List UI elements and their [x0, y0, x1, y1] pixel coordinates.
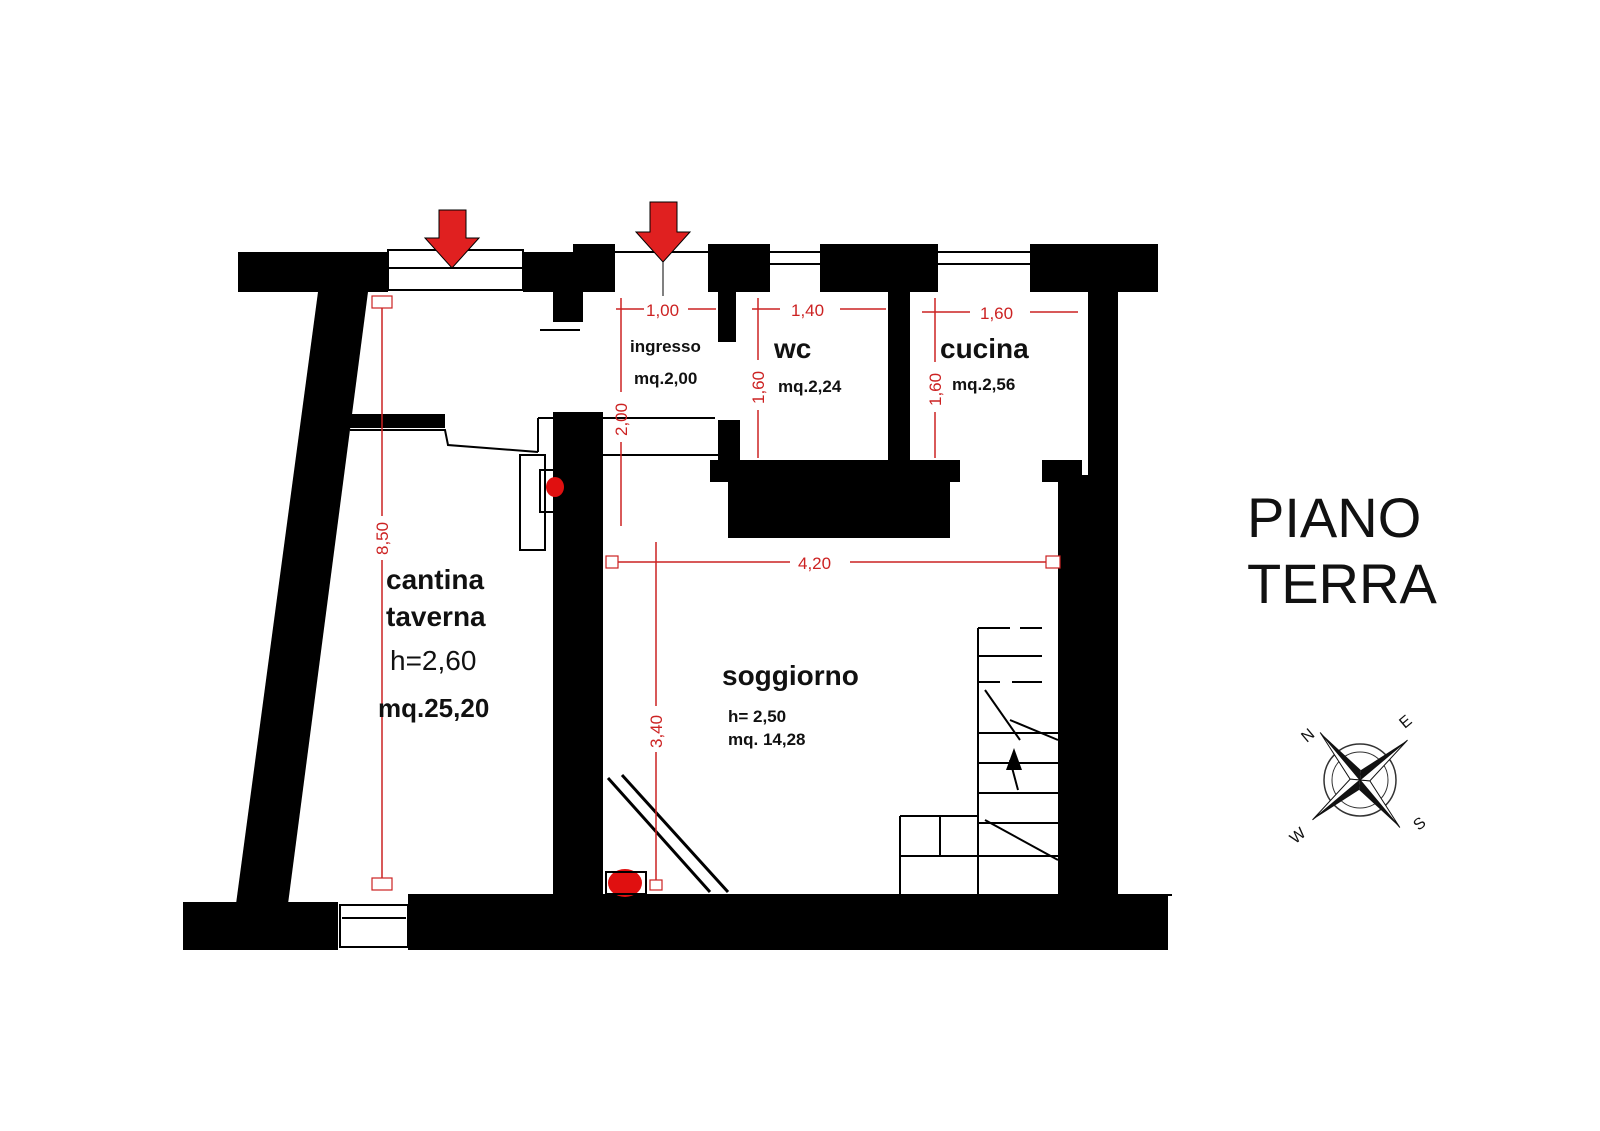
room-cantina-name-line2: taverna — [386, 601, 486, 632]
bottom-wall-right — [408, 894, 1168, 950]
cucina-bottom-wall — [1042, 460, 1082, 482]
heater-box — [539, 469, 569, 513]
room-cucina-area: mq.2,56 — [952, 375, 1015, 394]
staircase — [899, 627, 1059, 894]
compass-rose-icon: N E S W — [1287, 712, 1430, 847]
dim-ingresso-depth: 2,00 — [612, 403, 631, 436]
compass-e: E — [1396, 712, 1415, 732]
dimension-lines — [371, 295, 1078, 891]
room-cantina-height: h=2,60 — [390, 645, 476, 676]
wc-left-wall-lower — [718, 420, 740, 465]
bottom-wall-left — [183, 902, 338, 950]
wall-block-a — [553, 292, 583, 322]
fixtures — [350, 329, 1172, 896]
wc-cucina-wall — [888, 292, 910, 462]
dim-cantina-length: 8,50 — [373, 522, 392, 555]
dim-wc-depth: 1,60 — [749, 371, 768, 404]
cabinet — [519, 454, 546, 551]
room-ingresso-name: ingresso — [630, 337, 701, 356]
room-wc-area: mq.2,24 — [778, 377, 842, 396]
compass-n: N — [1298, 726, 1318, 746]
top-wall-segment-4 — [708, 244, 770, 292]
dim-cucina-width: 1,60 — [980, 304, 1013, 323]
wc-bottom-wall — [710, 460, 960, 482]
room-cucina-name: cucina — [940, 333, 1029, 364]
door-bottom — [339, 904, 409, 948]
room-cantina-area: mq.25,20 — [378, 693, 489, 723]
entry-arrow-ingresso — [634, 201, 692, 263]
dim-soggiorno-depth: 3,40 — [647, 715, 666, 748]
top-wall-segment-5 — [820, 244, 938, 292]
red-marker-boiler — [608, 869, 642, 897]
top-wall-segment-3 — [573, 244, 615, 292]
room-soggiorno-area: mq. 14,28 — [728, 730, 806, 749]
room-ingresso-area: mq.2,00 — [634, 369, 697, 388]
dim-ingresso-width: 1,00 — [646, 301, 679, 320]
right-wall — [1088, 292, 1118, 894]
dim-cucina-depth: 1,60 — [926, 373, 945, 406]
dim-soggiorno-width: 4,20 — [798, 554, 831, 573]
right-inner-wall — [1058, 475, 1088, 895]
room-soggiorno-name: soggiorno — [722, 660, 859, 691]
top-wall-left — [238, 252, 388, 292]
room-soggiorno-height: h= 2,50 — [728, 707, 786, 726]
compass-w: W — [1287, 824, 1310, 847]
plan-title-line1: PIANO — [1247, 486, 1421, 549]
wc-left-wall — [718, 292, 736, 342]
walls — [183, 244, 1168, 950]
left-slanted-wall — [236, 292, 368, 904]
diagonal-element — [606, 773, 730, 894]
entry-arrows — [423, 201, 692, 296]
red-marker-heater — [546, 477, 564, 497]
windows — [339, 249, 1030, 948]
room-wc-name: wc — [773, 333, 811, 364]
cantina-inner-wall — [350, 414, 445, 428]
compass-s: S — [1410, 814, 1429, 834]
plan-title-line2: TERRA — [1247, 552, 1437, 615]
dim-wc-width: 1,40 — [791, 301, 824, 320]
top-wall-segment-6 — [1030, 244, 1158, 292]
room-cantina-name-line1: cantina — [386, 564, 484, 595]
entry-arrow-cantina — [423, 209, 481, 269]
